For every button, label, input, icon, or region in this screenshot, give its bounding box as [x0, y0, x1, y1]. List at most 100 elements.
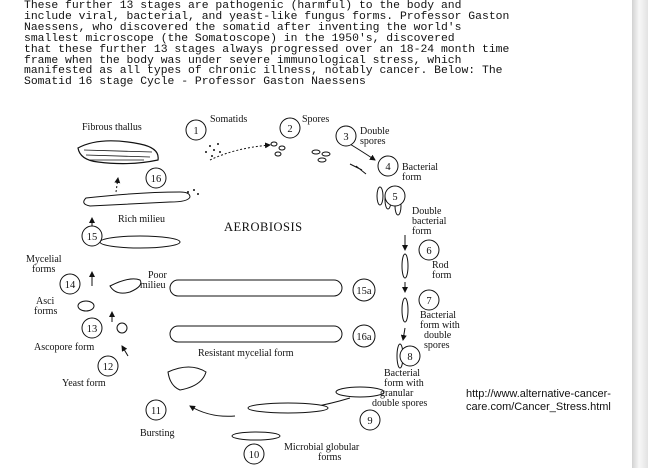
stage-circle: 12: [97, 355, 119, 377]
stage-circle: 14: [59, 273, 81, 295]
stage-circle: 13: [81, 317, 103, 339]
svg-text:15a: 15a: [356, 286, 372, 297]
svg-text:9: 9: [367, 416, 372, 427]
label-rod-form: Rod: [432, 260, 449, 271]
label-bacterial-form: form: [402, 172, 422, 183]
somatid-cycle-diagram: AEROBIOSIS: [26, 114, 460, 465]
svg-text:13: 13: [87, 324, 98, 335]
label-granular: Bacterial: [384, 368, 420, 379]
intro-paragraph: These further 13 stages are pathogenic (…: [24, 0, 624, 89]
label-resistant-mycelial: Resistant mycelial form: [198, 348, 294, 359]
stage-14-shape: [109, 278, 142, 294]
stage-circle: 7: [418, 289, 440, 311]
svg-text:3: 3: [343, 132, 348, 143]
intro-line: frame when the body was under severe imm…: [24, 54, 462, 67]
stage-11-shape: [167, 366, 207, 391]
double-spores-shapes: [311, 149, 331, 163]
stage-circle: 5: [384, 185, 406, 207]
label-bacterial-double-spores: double: [424, 330, 452, 341]
label-granular: double spores: [372, 398, 427, 409]
intro-line: smallest microscope (the Somatoscope) in…: [24, 32, 455, 45]
stage-16-shape: [83, 191, 191, 207]
aerobiosis-label: AEROBIOSIS: [224, 220, 303, 234]
label-granular: form with: [384, 378, 424, 389]
label-granular: granular: [380, 388, 414, 399]
stage-circle: 11: [145, 399, 167, 421]
label-poor-milieu: Poor: [148, 270, 168, 281]
svg-text:6: 6: [426, 246, 431, 257]
label-ascopore-form: Ascopore form: [34, 342, 94, 353]
label-fibrous-thallus: Fibrous thallus: [82, 122, 142, 133]
stage-circle: 4: [377, 155, 399, 177]
stage-circle: 15a: [352, 278, 376, 302]
svg-text:7: 7: [426, 296, 431, 307]
label-yeast-form: Yeast form: [62, 378, 106, 389]
cycle-arrow: [121, 345, 129, 357]
thallus-fibers: [83, 149, 153, 161]
source-url[interactable]: http://www.alternative-cancer- care.com/…: [466, 388, 636, 414]
intro-line: that these further 13 stages always prog…: [24, 43, 510, 56]
label-mycelial-forms: forms: [32, 264, 55, 275]
svg-text:5: 5: [392, 192, 397, 203]
stage-circle: 3: [335, 125, 357, 147]
source-url-line: care.com/Cancer_Stress.html: [466, 401, 611, 413]
label-mycelial-forms: Mycelial: [26, 254, 62, 265]
label-rod-form: form: [432, 270, 452, 281]
svg-text:16: 16: [151, 174, 162, 185]
spores-shapes: [270, 141, 286, 157]
label-bacterial-double-spores: form with: [420, 320, 460, 331]
svg-text:10: 10: [249, 450, 260, 461]
label-spores: Spores: [302, 114, 329, 125]
stage-16a-shape: [169, 325, 343, 343]
label-bacterial-form: Bacterial: [402, 162, 438, 173]
cycle-arrow: [209, 142, 271, 161]
document-page: These further 13 stages are pathogenic (…: [24, 0, 624, 465]
label-bursting: Bursting: [140, 428, 174, 439]
stage-circle: 16: [145, 167, 167, 189]
intro-line: include viral, bacterial, and yeast-like…: [24, 10, 510, 23]
stage-circle: 6: [418, 239, 440, 261]
svg-text:12: 12: [103, 362, 114, 373]
label-bacterial-double-spores: Bacterial: [420, 310, 456, 321]
asci-shape: [77, 300, 95, 312]
svg-text:8: 8: [407, 352, 412, 363]
stage-8-shape: [335, 386, 385, 398]
intro-line: These further 13 stages are pathogenic (…: [24, 0, 462, 12]
cycle-arrow: [114, 177, 121, 193]
label-rich-milieu: Rich milieu: [118, 214, 165, 225]
stage-circle: 1: [185, 119, 207, 141]
svg-text:16a: 16a: [356, 332, 372, 343]
label-double-spores: spores: [360, 136, 386, 147]
label-double-bacterial: form: [412, 226, 432, 237]
label-double-bacterial: bacterial: [412, 216, 447, 227]
page-edge-shadow: [632, 0, 648, 468]
label-double-bacterial: Double: [412, 206, 442, 217]
label-asci-forms: Asci: [36, 296, 55, 307]
ascopore-shape: [116, 322, 128, 334]
stage-9-shape: [247, 402, 329, 414]
stage-circle: 8: [399, 345, 421, 367]
label-microbial-globular: forms: [318, 452, 341, 463]
svg-text:2: 2: [287, 124, 292, 135]
intro-line: manifested as all types of chronic illne…: [24, 65, 503, 78]
stage-15-shape: [99, 235, 181, 249]
svg-text:11: 11: [151, 406, 161, 417]
label-bacterial-double-spores: spores: [424, 340, 450, 351]
svg-text:15: 15: [87, 232, 98, 243]
somatids-dots: [205, 143, 221, 157]
svg-text:14: 14: [65, 280, 76, 291]
label-somatids: Somatids: [210, 114, 247, 125]
source-url-line: http://www.alternative-cancer-: [466, 388, 611, 400]
svg-text:1: 1: [193, 126, 198, 137]
stage-circle: 10: [243, 443, 265, 465]
stage-circle: 9: [359, 409, 381, 431]
intro-line: Naessens, who discovered the somatid aft…: [24, 21, 462, 34]
stage-15a-shape: [169, 279, 343, 297]
stage-circle: 16a: [352, 324, 376, 348]
label-asci-forms: forms: [34, 306, 57, 317]
stage-circle: 15: [81, 225, 103, 247]
label-poor-milieu: milieu: [140, 280, 166, 291]
fibrous-thallus-shape: [77, 140, 159, 165]
intro-line: Somatid 16 stage Cycle - Professor Gasto…: [24, 76, 366, 89]
svg-text:4: 4: [385, 162, 391, 173]
